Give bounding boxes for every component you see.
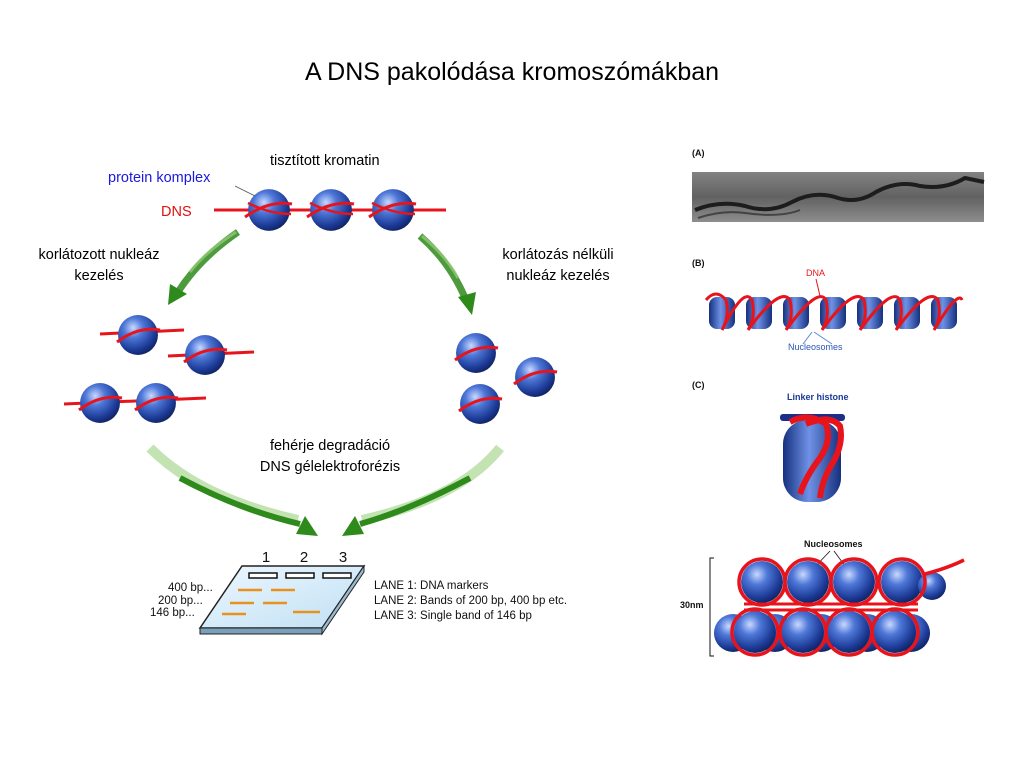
gel-well	[285, 572, 315, 579]
arrow-to-gel-left	[146, 444, 318, 536]
nucleosome-bead	[244, 189, 293, 231]
gel-size-label: 200 bp...	[158, 595, 203, 607]
panel-c-label: (C)	[692, 380, 705, 390]
protein-complex-pointer	[234, 185, 256, 197]
label-protein-complex: protein komplex	[108, 170, 211, 186]
label-purified-chromatin: tisztított kromatin	[270, 153, 380, 169]
30nm-fiber	[714, 557, 965, 657]
beads-on-string	[704, 292, 964, 331]
panel-b-dna-label: DNA	[806, 268, 825, 278]
gel-electrophoresis: 1 2 3 400 bp... 200 bp... 146 bp... LANE…	[150, 549, 567, 636]
label-unlimited-nuclease-line2: nukleáz kezelés	[506, 268, 610, 284]
label-limited-nuclease: korlátozott nukleáz kezelés	[14, 245, 184, 287]
panel-b-label: (B)	[692, 258, 705, 268]
arrow-unlimited-nuclease	[417, 233, 476, 315]
label-limited-nuclease-line1: korlátozott nukleáz	[38, 247, 160, 263]
chromatin-fiber	[694, 175, 985, 212]
panel-d: Nucleosomes 30nm	[680, 539, 965, 657]
fragments-limited	[63, 315, 255, 423]
panel-b: (B) DNA Nucleosomes	[692, 258, 964, 352]
gel-size-label: 146 bp...	[150, 607, 195, 619]
gel-lane-number: 2	[300, 549, 308, 566]
chromatin-top	[214, 185, 446, 231]
nucleosome-bead	[368, 189, 417, 231]
label-gel-electrophoresis: DNS gélelektroforézis	[259, 459, 401, 475]
scale-bracket	[709, 557, 714, 657]
panel-b-nucleosomes-label: Nucleosomes	[788, 342, 843, 352]
panel-c: (C) Linker histone	[692, 380, 849, 502]
arrow-limited-nuclease	[168, 229, 240, 305]
label-unlimited-nuclease: korlátozás nélküli nukleáz kezelés	[478, 245, 638, 287]
label-degradation-electrophoresis: fehérje degradáció DNS gélelektroforézis	[225, 436, 435, 478]
gel-legend-line: LANE 2: Bands of 200 bp, 400 bp etc.	[374, 595, 567, 607]
fragments-unlimited	[454, 333, 558, 424]
gel-size-label: 400 bp...	[168, 582, 213, 594]
panel-d-scale-label: 30nm	[680, 600, 704, 610]
label-unlimited-nuclease-line1: korlátozás nélküli	[502, 247, 614, 263]
panel-c-linker-label: Linker histone	[787, 392, 849, 402]
page-title: A DNS pakolódása kromoszómákban	[304, 58, 720, 86]
arrow-to-gel-right	[342, 444, 504, 536]
gel-well	[248, 572, 278, 579]
gel-lane-number: 3	[339, 549, 347, 566]
label-dns: DNS	[161, 204, 192, 220]
panel-d-nucleosomes-label: Nucleosomes	[804, 539, 863, 549]
gel-well	[322, 572, 352, 579]
panel-a-label: (A)	[692, 148, 705, 158]
nucleosome-bead	[306, 189, 355, 231]
label-protein-degradation: fehérje degradáció	[269, 438, 391, 454]
label-limited-nuclease-line2: kezelés	[74, 268, 124, 284]
gel-legend-line: LANE 1: DNA markers	[374, 580, 489, 592]
panel-a: (A)	[692, 148, 985, 222]
gel-lane-number: 1	[262, 549, 270, 566]
gel-legend-line: LANE 3: Single band of 146 bp	[374, 610, 532, 622]
